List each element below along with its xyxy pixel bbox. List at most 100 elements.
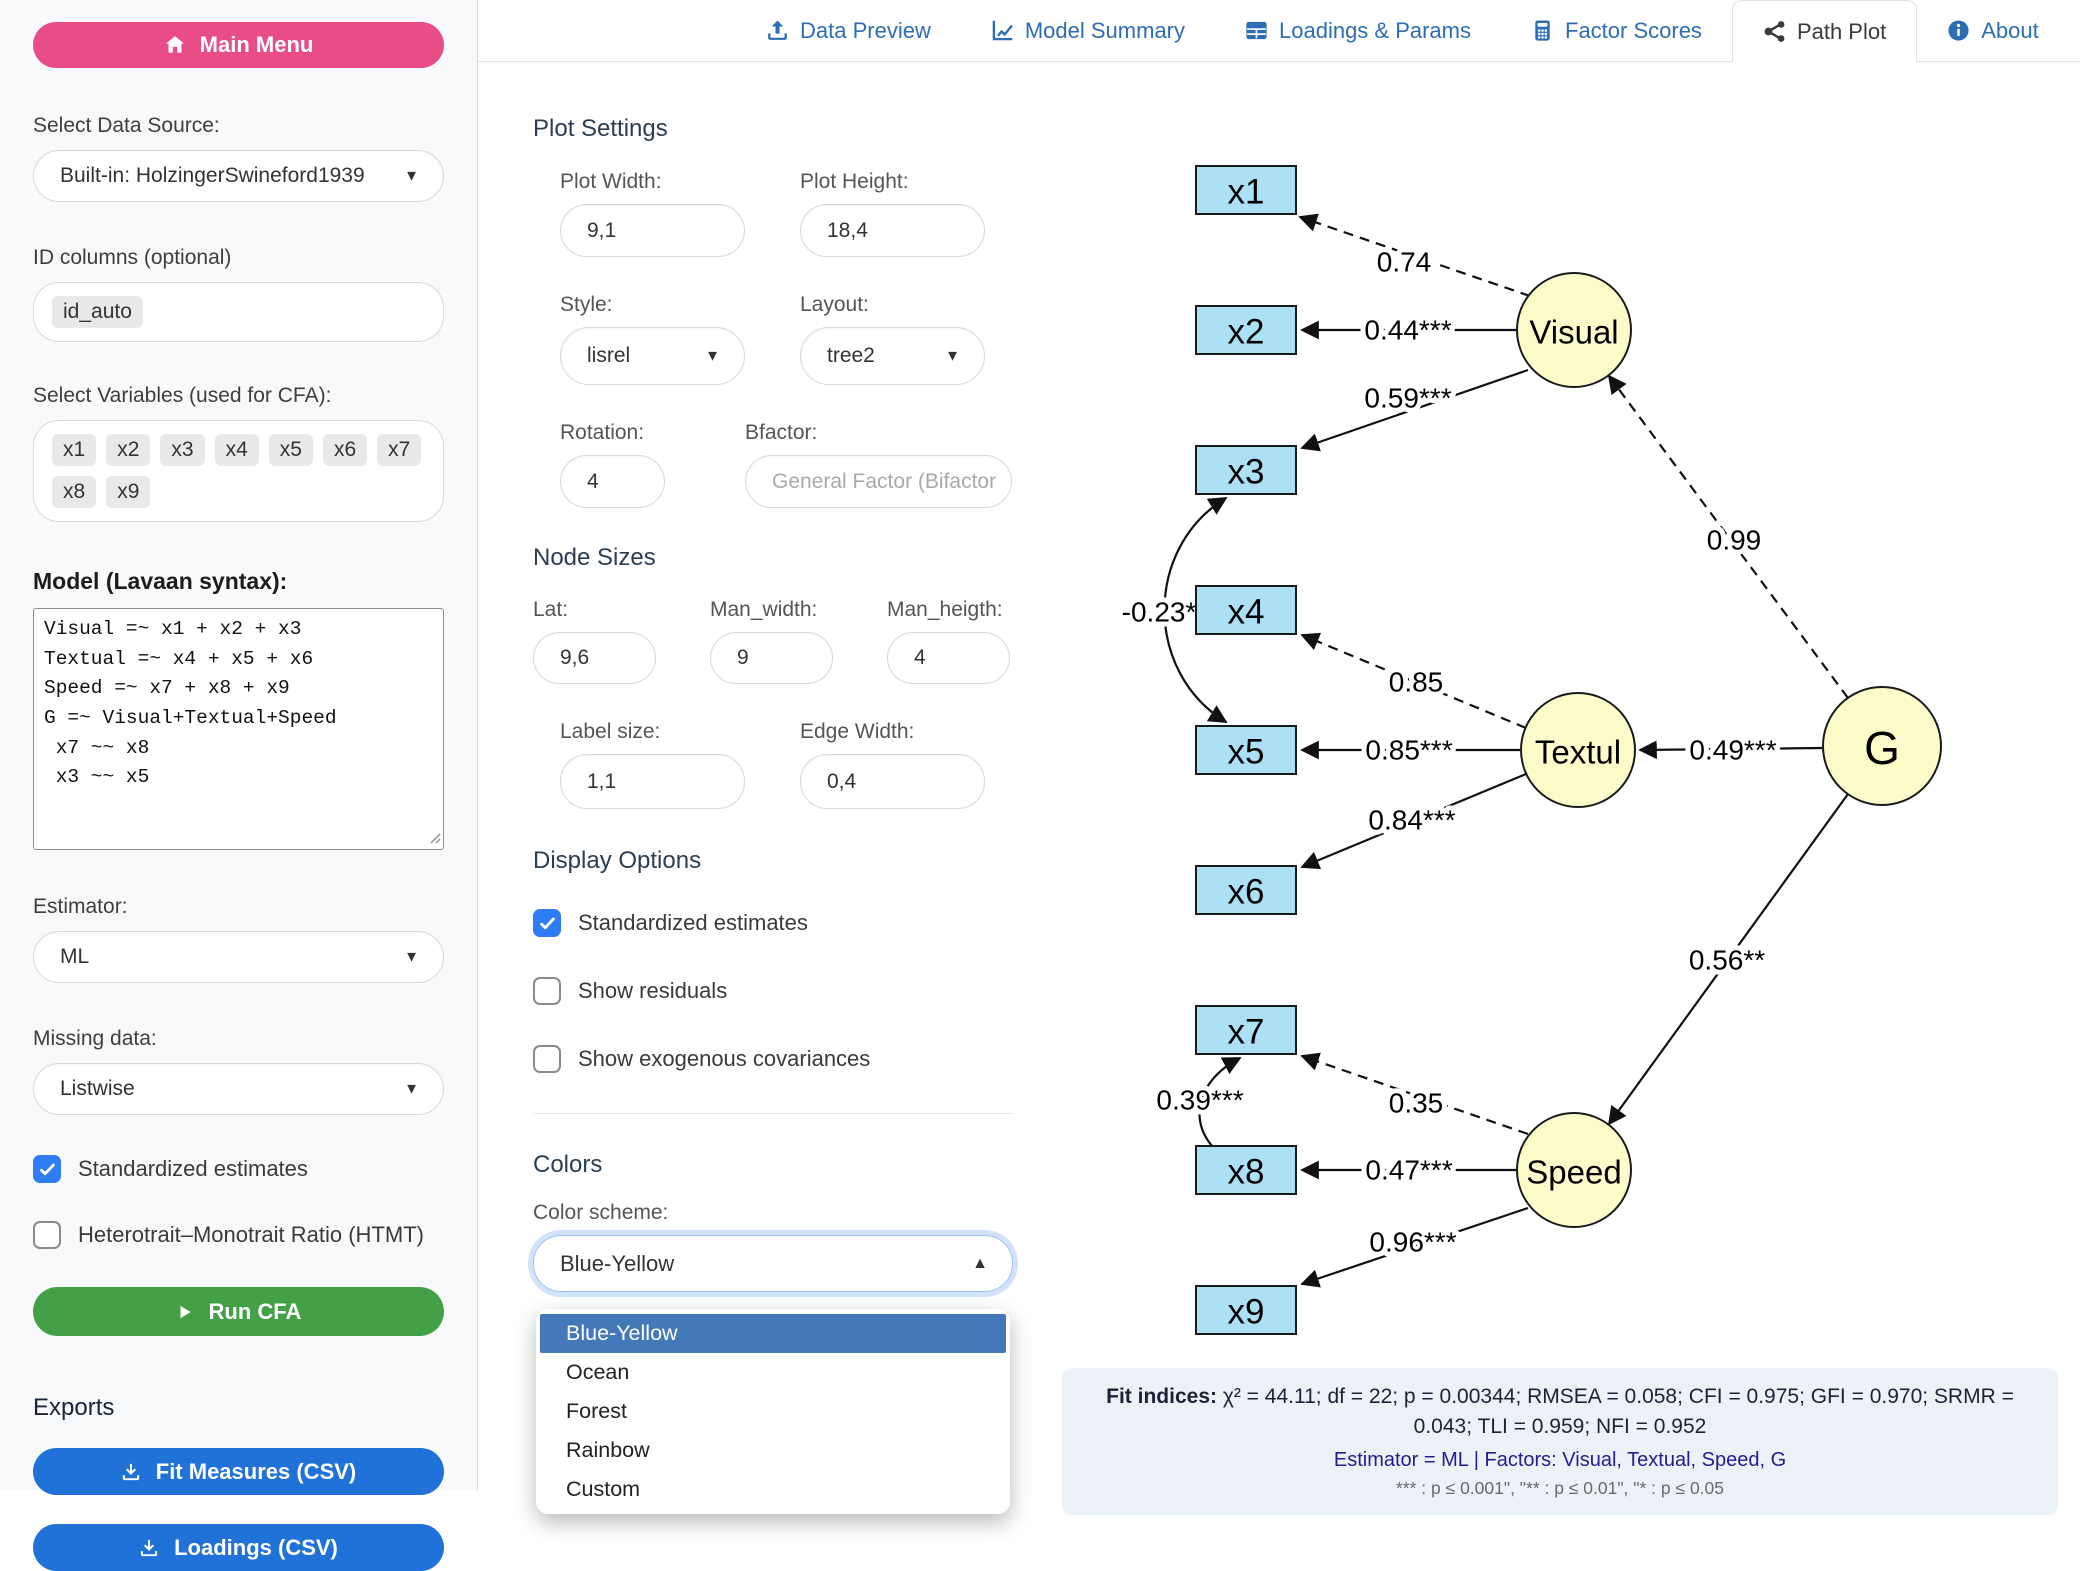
label-size-input[interactable]: 1,1 <box>560 754 745 809</box>
layout-select[interactable]: tree2 ▼ <box>800 327 985 385</box>
checkbox-label: Show exogenous covariances <box>578 1046 871 1071</box>
edge-width-input[interactable]: 0,4 <box>800 754 985 809</box>
node-label: Visual <box>1529 314 1618 351</box>
tab-model-summary[interactable]: Model Summary <box>961 0 1215 61</box>
edge-label: -0.23* <box>1122 597 1197 628</box>
edge-label: 0.35 <box>1389 1088 1444 1119</box>
style-value: lisrel <box>587 344 631 367</box>
tab-factor-scores[interactable]: Factor Scores <box>1501 0 1732 61</box>
tab-loadings-params[interactable]: Loadings & Params <box>1215 0 1501 61</box>
estimator-value: ML <box>60 945 90 968</box>
chevron-up-icon: ▲ <box>972 1254 988 1272</box>
plot-width-label: Plot Width: <box>560 170 662 193</box>
tab-label: About <box>1981 17 2039 43</box>
dropdown-option-blue-yellow[interactable]: Blue-Yellow <box>540 1314 1006 1353</box>
export-button-loadings-csv[interactable]: Loadings (CSV) <box>33 1524 444 1571</box>
edge <box>1300 1052 1529 1136</box>
missing-data-select[interactable]: Listwise ▼ <box>33 1063 444 1115</box>
fit-indices-prefix: Fit indices: <box>1106 1385 1217 1408</box>
selected-tag-x1[interactable]: x1 <box>52 434 97 466</box>
estimator-factors-text: Estimator = ML | Factors: Visual, Textua… <box>1333 1448 1787 1471</box>
tab-path-plot[interactable]: Path Plot <box>1731 0 1918 62</box>
run-cfa-button[interactable]: Run CFA <box>33 1287 444 1336</box>
tab-about[interactable]: About <box>1917 0 2069 61</box>
export-button-fit-measures-csv[interactable]: Fit Measures (CSV) <box>33 1448 444 1495</box>
missing-data-label: Missing data: <box>33 1027 157 1050</box>
edge-label: 0.74 <box>1377 247 1432 278</box>
manifest-node-x4: x4 <box>1195 585 1297 635</box>
main-menu-button[interactable]: Main Menu <box>33 22 444 68</box>
edge-label: 0.56** <box>1689 945 1765 976</box>
rotation-input[interactable]: 4 <box>560 455 665 508</box>
man-height-label: Man_heigth: <box>887 598 1003 621</box>
table-icon <box>1245 19 1268 42</box>
model-label: Model (Lavaan syntax): <box>33 568 288 594</box>
checkbox-heterotrait-monotrait-ratio-htmt[interactable] <box>33 1221 61 1249</box>
edge-label: 0.47*** <box>1365 1155 1452 1186</box>
sidebar: Main Menu Select Data Source: Built-in: … <box>0 0 478 1571</box>
style-select[interactable]: lisrel ▼ <box>560 327 745 385</box>
variables-input[interactable]: x1 x2 x3 x4 x5 x6 x7 x8 x9 <box>33 420 444 522</box>
colors-title: Colors <box>533 1151 603 1178</box>
node-label: x3 <box>1228 453 1265 492</box>
data-source-label: Select Data Source: <box>33 114 220 137</box>
checkbox-show-residuals[interactable] <box>533 977 561 1005</box>
bfactor-input[interactable]: General Factor (Bifactor <box>745 455 1012 508</box>
share-icon <box>1763 20 1786 43</box>
man-width-input[interactable]: 9 <box>710 632 833 684</box>
manifest-node-x6: x6 <box>1195 865 1297 915</box>
info-icon <box>1947 19 1970 42</box>
home-icon <box>164 34 186 56</box>
edge-label: 0.59*** <box>1364 383 1451 414</box>
checkbox-standardized-estimates[interactable] <box>33 1155 61 1183</box>
tab-data-preview[interactable]: Data Preview <box>736 0 961 61</box>
edge <box>1298 213 1531 298</box>
id-columns-input[interactable]: id_auto <box>33 282 444 342</box>
edge-width-label: Edge Width: <box>800 720 915 743</box>
edge-label: 0.39*** <box>1156 1085 1243 1116</box>
color-scheme-label: Color scheme: <box>533 1201 669 1224</box>
model-syntax-textarea[interactable]: Visual =~ x1 + x2 + x3 Textual =~ x4 + x… <box>33 608 444 850</box>
fit-indices-panel: Fit indices: χ² = 44.11; df = 22; p = 0.… <box>1062 1368 2058 1515</box>
tab-label: Loadings & Params <box>1279 17 1471 43</box>
selected-tag-x4[interactable]: x4 <box>214 434 259 466</box>
selected-tag-x5[interactable]: x5 <box>268 434 313 466</box>
latent-node-visual: Visual <box>1516 272 1632 388</box>
main-menu-label: Main Menu <box>199 32 314 57</box>
bfactor-label: Bfactor: <box>745 421 818 444</box>
selected-tag-x2[interactable]: x2 <box>106 434 151 466</box>
edge-label: 0.99 <box>1707 525 1762 556</box>
lat-input[interactable]: 9,6 <box>533 632 656 684</box>
plot-width-input[interactable]: 9,1 <box>560 204 745 257</box>
selected-tag-x9[interactable]: x9 <box>106 476 151 508</box>
checkbox-row-show-exogenous-covariances: Show exogenous covariances <box>533 1045 1018 1073</box>
checkbox-label: Standardized estimates <box>78 1156 308 1181</box>
data-source-select[interactable]: Built-in: HolzingerSwineford1939 ▼ <box>33 150 444 202</box>
lat-label: Lat: <box>533 598 569 621</box>
tab-label: Data Preview <box>800 17 931 43</box>
plot-height-value: 18,4 <box>827 218 868 242</box>
node-label: Textul <box>1535 734 1621 771</box>
checkbox-standardized-estimates[interactable] <box>533 909 561 937</box>
manifest-node-x8: x8 <box>1195 1145 1297 1195</box>
download-icon <box>139 1538 159 1558</box>
color-scheme-select[interactable]: Blue-Yellow ▲ <box>533 1235 1013 1292</box>
selected-tag-x6[interactable]: x6 <box>322 434 368 466</box>
dropdown-option-ocean[interactable]: Ocean <box>566 1360 630 1384</box>
fit-indices-text: Fit indices: χ² = 44.11; df = 22; p = 0.… <box>1092 1382 2028 1443</box>
selected-tag-x8[interactable]: x8 <box>52 476 97 508</box>
selected-tag-id-auto[interactable]: id_auto <box>52 296 143 328</box>
export-button-label: Loadings (CSV) <box>174 1534 338 1560</box>
node-label: x6 <box>1228 873 1265 912</box>
variables-label: Select Variables (used for CFA): <box>33 384 332 407</box>
checkbox-show-exogenous-covariances[interactable] <box>533 1045 561 1073</box>
fit-indices-values: χ² = 44.11; df = 22; p = 0.00344; RMSEA … <box>1217 1385 2014 1439</box>
checkbox-label: Heterotrait–Monotrait Ratio (HTMT) <box>78 1222 424 1247</box>
dropdown-option-forest[interactable]: Forest <box>566 1399 627 1423</box>
plot-height-input[interactable]: 18,4 <box>800 204 985 257</box>
selected-tag-x3[interactable]: x3 <box>160 434 205 466</box>
estimator-select[interactable]: ML ▼ <box>33 931 444 983</box>
man-height-input[interactable]: 4 <box>887 632 1010 684</box>
dropdown-option-rainbow[interactable]: Rainbow <box>566 1438 650 1462</box>
selected-tag-x7[interactable]: x7 <box>377 434 422 466</box>
